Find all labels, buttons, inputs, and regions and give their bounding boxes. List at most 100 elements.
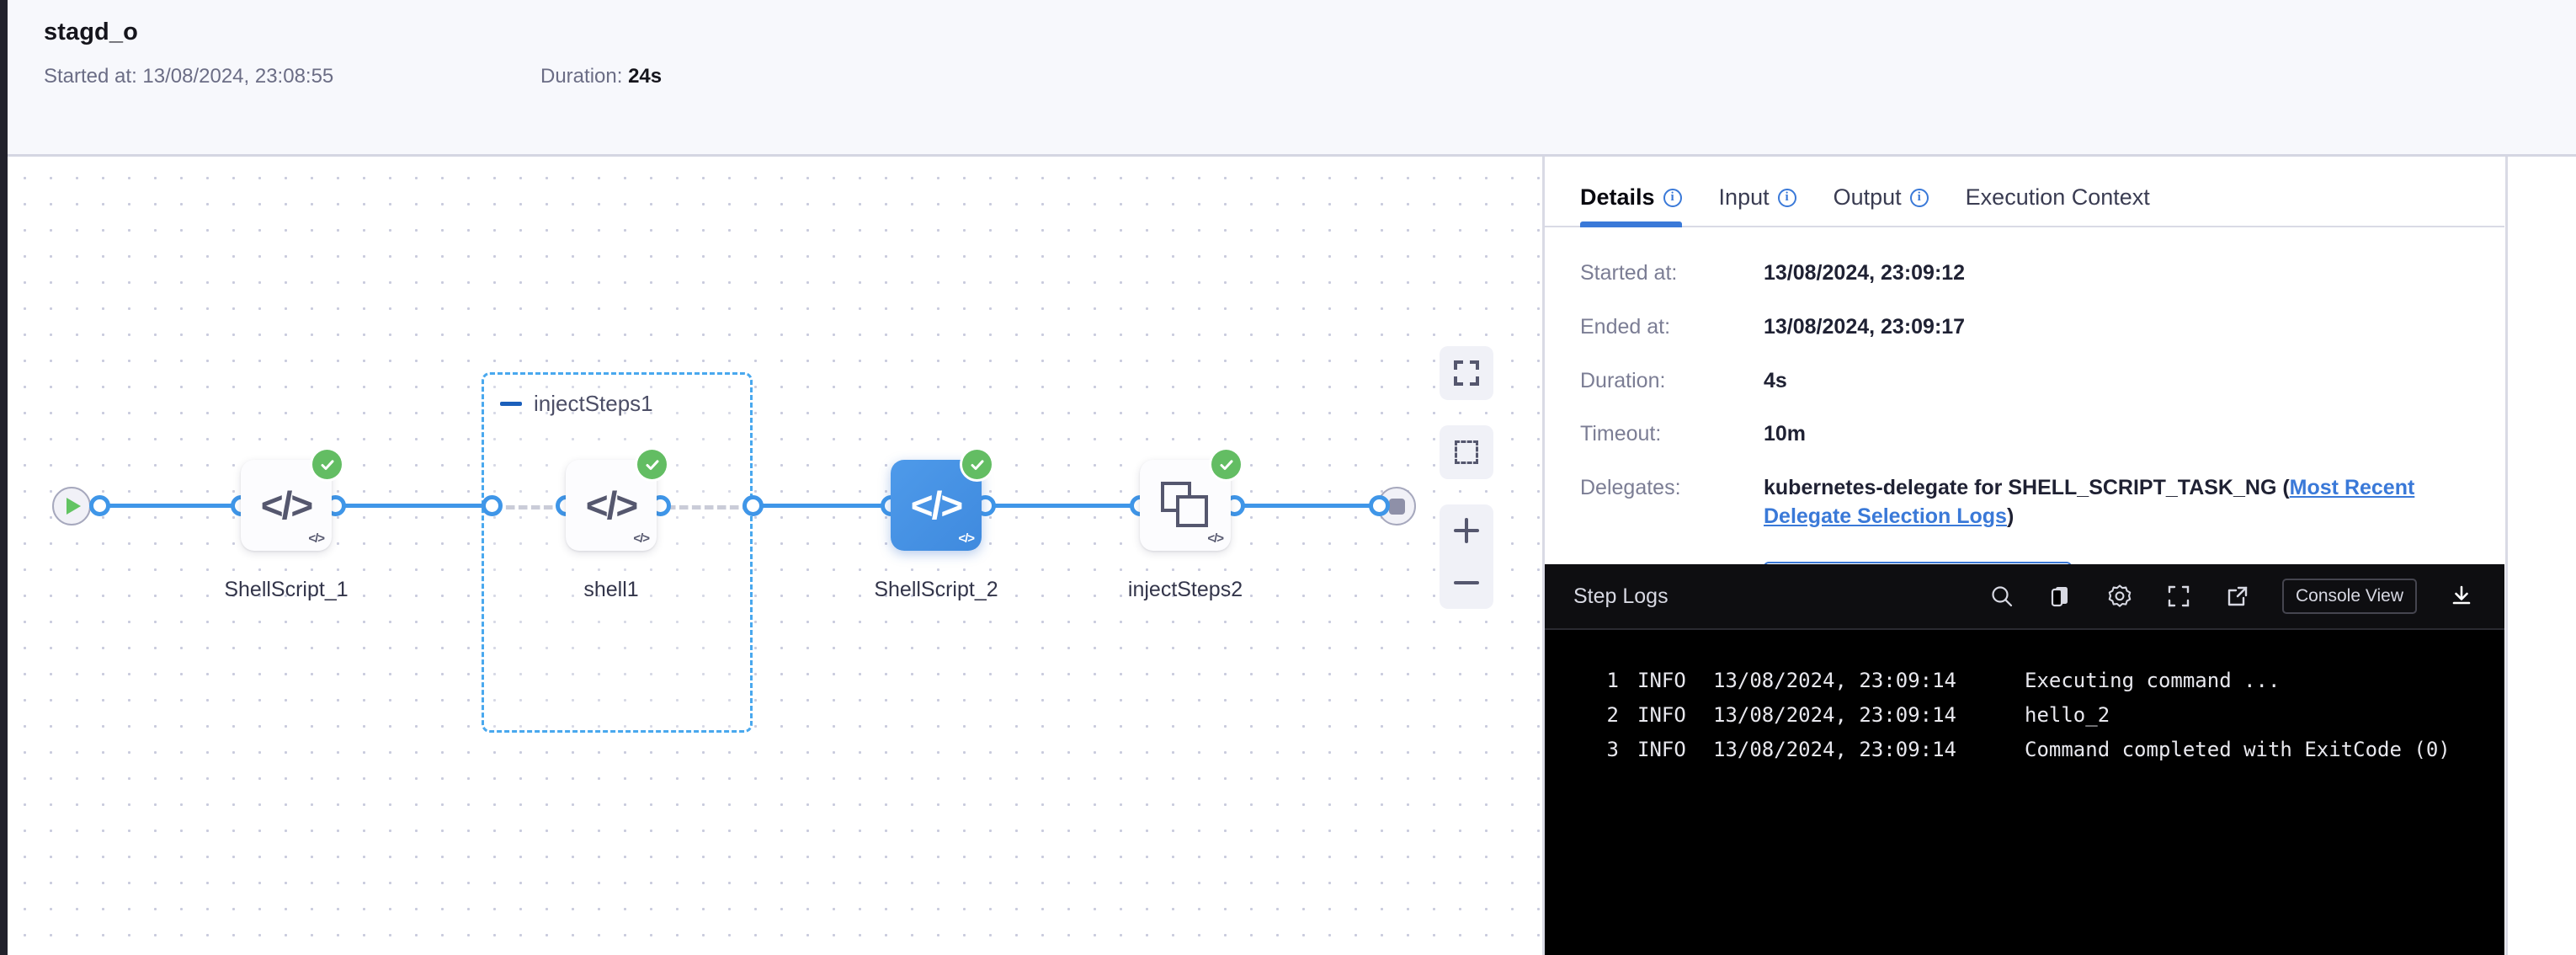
edge-group-shellscript2 xyxy=(748,504,882,508)
code-badge-icon: </> xyxy=(633,531,650,546)
log-line-number: 2 xyxy=(1606,703,1619,727)
step-group-label: injectSteps1 xyxy=(534,391,653,416)
port-group-out[interactable] xyxy=(742,495,764,516)
step-logs-title: Step Logs xyxy=(1573,584,1669,608)
edge-shellscript1-group xyxy=(335,504,492,508)
node-label-shellscript1: ShellScript_1 xyxy=(224,578,349,601)
detail-label-delegates: Delegates: xyxy=(1580,476,1681,499)
tab-details-label: Details xyxy=(1580,184,1655,210)
detail-label-duration: Duration: xyxy=(1580,368,1666,392)
log-message: hello_2 xyxy=(2025,703,2110,727)
zoom-in-icon[interactable] xyxy=(1440,504,1493,557)
detail-row-ended-at: Ended at: 13/08/2024, 23:09:17 xyxy=(1580,313,2504,342)
detail-label-started-at: Started at: xyxy=(1580,261,1678,285)
step-logs-panel: Step Logs xyxy=(1545,564,2504,955)
execution-header: stagd_o Started at: 13/08/2024, 23:08:55… xyxy=(0,0,2576,157)
tab-input-label: Input xyxy=(1718,184,1770,210)
tab-input[interactable]: Input i xyxy=(1719,184,1796,226)
info-icon[interactable]: i xyxy=(1909,188,1929,207)
minus-icon[interactable] xyxy=(500,402,522,406)
copy-icon[interactable] xyxy=(2046,582,2075,611)
duration-meta: Duration: 24s xyxy=(540,65,662,88)
start-node[interactable] xyxy=(52,487,91,526)
log-timestamp: 13/08/2024, 23:09:14 xyxy=(1713,703,1956,727)
status-badge-success xyxy=(637,450,667,479)
edge-shell1-group-out xyxy=(665,505,753,510)
info-icon[interactable]: i xyxy=(1777,188,1796,207)
node-shell1[interactable]: </> </> xyxy=(566,450,667,551)
log-timestamp: 13/08/2024, 23:09:14 xyxy=(1713,669,1956,692)
log-timestamp: 13/08/2024, 23:09:14 xyxy=(1713,738,1956,761)
execution-meta: Started at: 13/08/2024, 23:08:55 Duratio… xyxy=(44,65,2576,88)
details-content: Started at: 13/08/2024, 23:09:12 Ended a… xyxy=(1545,227,2504,610)
node-shellscript2[interactable]: </> </> xyxy=(891,450,992,551)
duration-value: 24s xyxy=(628,65,663,88)
panel-scroll-gutter[interactable] xyxy=(2505,157,2576,955)
console-view-button[interactable]: Console View xyxy=(2281,579,2417,614)
step-logs-header: Step Logs xyxy=(1545,564,2504,630)
status-badge-success xyxy=(1211,450,1241,479)
log-level: INFO xyxy=(1637,738,1686,761)
node-label-injectsteps2: injectSteps2 xyxy=(1127,578,1243,601)
port-start-out[interactable] xyxy=(89,495,110,516)
layers-icon xyxy=(1161,482,1210,529)
code-icon: </> xyxy=(910,483,963,527)
log-line: 1 INFO 13/08/2024, 23:09:14 Executing co… xyxy=(1545,669,2504,703)
tab-execution-context-label: Execution Context xyxy=(1965,184,2150,210)
tab-details[interactable]: Details i xyxy=(1580,184,1682,227)
detail-row-timeout: Timeout: 10m xyxy=(1580,420,2504,449)
step-group-injectsteps1[interactable] xyxy=(482,372,753,733)
port-group-in[interactable] xyxy=(482,495,503,516)
node-injectsteps2[interactable]: </> xyxy=(1140,450,1241,551)
log-line: 2 INFO 13/08/2024, 23:09:14 hello_2 xyxy=(1545,703,2504,738)
detail-label-timeout: Timeout: xyxy=(1580,422,1662,446)
delegate-selection-logs-link[interactable]: Most Recent Delegate Selection Logs xyxy=(1764,476,2415,528)
log-message: Executing command ... xyxy=(2025,669,2281,692)
log-level: INFO xyxy=(1637,703,1686,727)
delegates-text: kubernetes-delegate for SHELL_SCRIPT_TAS… xyxy=(1764,476,2290,499)
zoom-out-icon[interactable] xyxy=(1440,557,1493,609)
delegates-suffix: ) xyxy=(2006,504,2014,528)
edge-shellscript2-injectsteps2 xyxy=(983,504,1140,508)
info-icon[interactable]: i xyxy=(1663,188,1682,207)
node-shellscript1[interactable]: </> </> xyxy=(241,450,342,551)
detail-value-delegates: kubernetes-delegate for SHELL_SCRIPT_TAS… xyxy=(1764,474,2429,531)
step-logs-body[interactable]: 1 INFO 13/08/2024, 23:09:14 Executing co… xyxy=(1545,630,2504,955)
edge-injectsteps2-end xyxy=(1236,504,1377,508)
zoom-controls xyxy=(1440,504,1493,609)
detail-tabs: Details i Input i Output i Execution Con… xyxy=(1545,157,2504,227)
end-node[interactable] xyxy=(1377,487,1416,526)
tab-output-label: Output xyxy=(1833,184,1902,210)
started-at-meta: Started at: 13/08/2024, 23:08:55 xyxy=(44,65,540,88)
log-message: Command completed with ExitCode (0) xyxy=(2025,738,2451,761)
tab-output[interactable]: Output i xyxy=(1834,184,1929,226)
step-group-header[interactable]: injectSteps1 xyxy=(500,391,653,417)
log-line-number: 3 xyxy=(1606,738,1619,761)
log-level: INFO xyxy=(1637,669,1686,692)
download-icon[interactable] xyxy=(2447,582,2476,611)
fullscreen-icon[interactable] xyxy=(2164,582,2193,611)
stop-icon xyxy=(1388,498,1405,515)
started-at-label: Started at: xyxy=(44,65,137,88)
edge-group-shell1-in xyxy=(492,505,579,510)
selection-box-icon[interactable] xyxy=(1440,425,1493,479)
page-title: stagd_o xyxy=(44,19,138,45)
pipeline-canvas[interactable]: injectSteps1 xyxy=(0,157,1545,955)
port-end-in[interactable] xyxy=(1369,495,1390,516)
open-external-icon[interactable] xyxy=(2223,582,2252,611)
play-icon xyxy=(67,498,81,515)
tab-execution-context[interactable]: Execution Context xyxy=(1966,184,2150,226)
detail-value-ended-at: 13/08/2024, 23:09:17 xyxy=(1764,314,1966,339)
node-label-shellscript2: ShellScript_2 xyxy=(874,578,998,601)
step-detail-panel: Details i Input i Output i Execution Con… xyxy=(1545,157,2504,955)
gear-icon[interactable] xyxy=(2105,582,2134,611)
body-split: injectSteps1 xyxy=(0,157,2576,955)
code-icon: </> xyxy=(260,483,313,527)
log-line: 3 INFO 13/08/2024, 23:09:14 Command comp… xyxy=(1545,738,2504,772)
detail-label-ended-at: Ended at: xyxy=(1580,314,1671,339)
status-badge-success xyxy=(312,450,342,479)
node-label-shell1: shell1 xyxy=(583,578,639,601)
fit-to-screen-icon[interactable] xyxy=(1440,346,1493,400)
search-icon[interactable] xyxy=(1988,582,2016,611)
